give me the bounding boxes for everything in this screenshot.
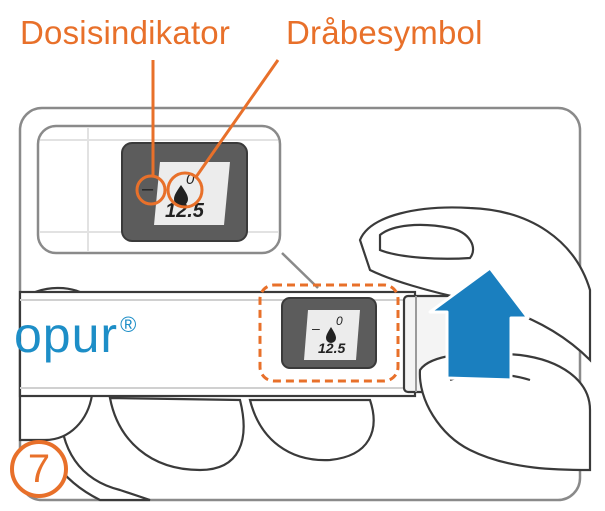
dose-window-large: – 0 12.5 (121, 142, 248, 242)
drop-symbol-label: Dråbesymbol (286, 14, 483, 51)
registered-mark: ® (120, 312, 138, 337)
step-number-badge: 7 (10, 440, 68, 498)
dose-indicator-circle (135, 174, 167, 206)
dose-dash-small: – (312, 320, 320, 336)
dose-window-small: – 0 12.5 (281, 297, 377, 369)
dose-indicator-label: Dosisindikator (20, 14, 231, 51)
dose-bottom-small: 12.5 (318, 340, 345, 356)
drop-symbol-circle (166, 171, 204, 209)
drop-icon-large (174, 185, 188, 206)
fingers-bottom (38, 396, 375, 502)
dose-top-large: 0 (186, 171, 195, 188)
dose-bottom-large: 12.5 (165, 200, 205, 222)
zoom-connector (281, 252, 319, 289)
drop-symbol-leader (194, 59, 280, 178)
dose-top-small: 0 (336, 314, 343, 328)
brand-logo: opur® (14, 306, 138, 364)
dose-dash-large: – (142, 178, 154, 200)
brand-text: opur (14, 307, 119, 363)
drop-icon-small (326, 327, 336, 343)
dose-window-highlight (258, 283, 400, 383)
arrow-up-icon (428, 266, 530, 382)
